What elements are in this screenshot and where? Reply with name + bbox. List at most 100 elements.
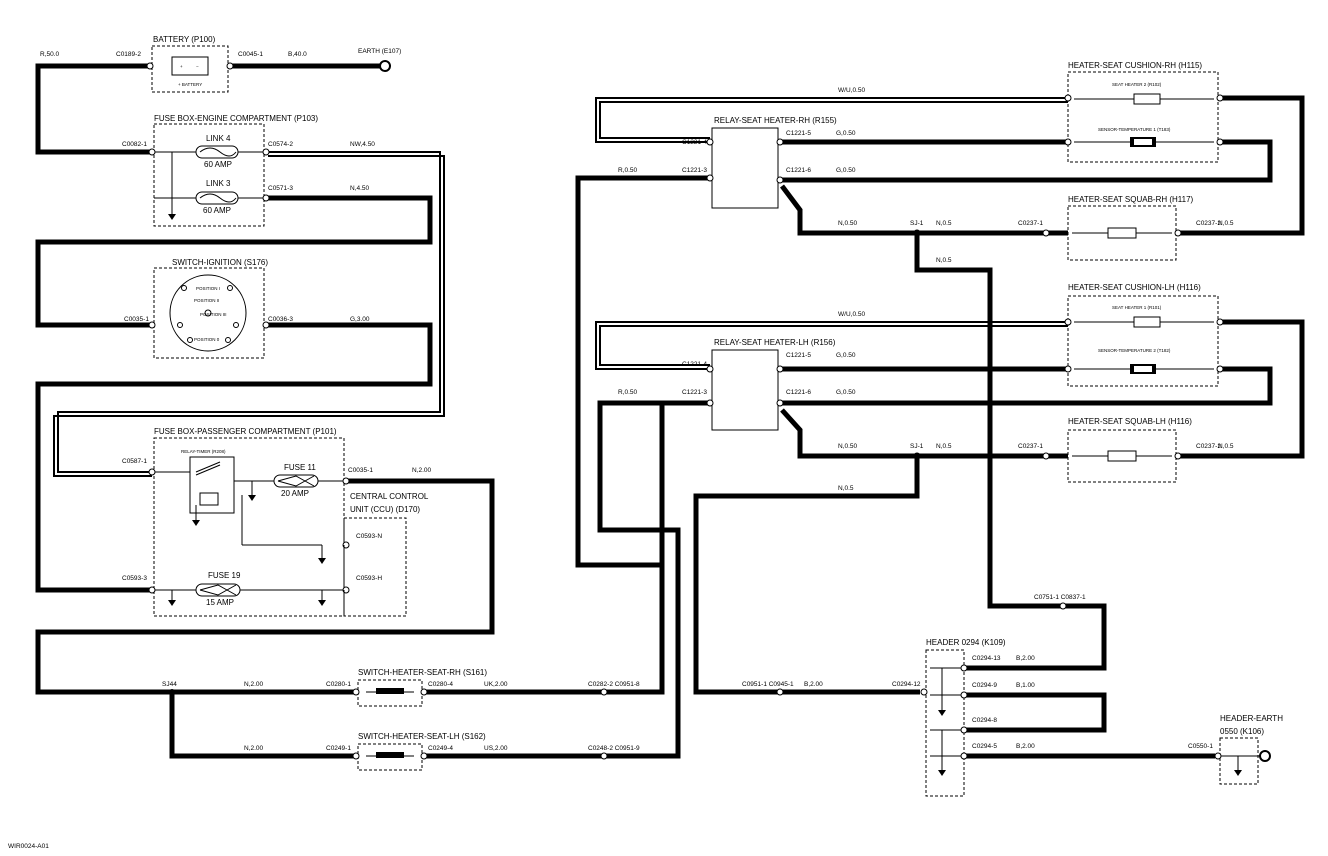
svg-text:B,2.00: B,2.00 xyxy=(804,681,823,688)
switch-ignition-title: SWITCH-IGNITION (S176) xyxy=(172,258,268,267)
svg-text:C0751-1 C0837-1: C0751-1 C0837-1 xyxy=(1034,594,1086,601)
svg-text:C0294-9: C0294-9 xyxy=(972,682,997,689)
wiring-left xyxy=(35,63,710,759)
svg-text:N,0.5: N,0.5 xyxy=(936,257,952,264)
svg-text:W/U,0.50: W/U,0.50 xyxy=(838,311,865,318)
svg-text:B,40.0: B,40.0 xyxy=(288,51,307,58)
header-0294: HEADER 0294 (K109) xyxy=(920,638,1006,797)
ccu: CENTRAL CONTROL UNIT (CCU) (D170) xyxy=(343,492,429,617)
svg-text:N,0.50: N,0.50 xyxy=(838,443,858,450)
svg-text:SENSOR-TEMPERATURE 1 (T183): SENSOR-TEMPERATURE 1 (T183) xyxy=(1098,127,1171,132)
heater-squab-lh: HEATER-SEAT SQUAB-LH (H116) xyxy=(1042,417,1192,483)
svg-text:C0189-2: C0189-2 xyxy=(116,51,141,58)
svg-text:C0593-3: C0593-3 xyxy=(122,575,147,582)
svg-text:POSITION 0: POSITION 0 xyxy=(194,337,220,342)
svg-text:G,0.50: G,0.50 xyxy=(836,130,856,137)
header-earth-title-1: HEADER-EARTH xyxy=(1220,714,1283,723)
fuse19-rating: 15 AMP xyxy=(206,598,234,607)
svg-text:SJ-1: SJ-1 xyxy=(910,443,924,450)
svg-text:C0237-1: C0237-1 xyxy=(1018,443,1043,450)
link3-label: LINK 3 xyxy=(206,179,231,188)
header-earth: HEADER-EARTH 0550 (K106) xyxy=(1214,714,1283,785)
svg-text:POSITION III: POSITION III xyxy=(200,312,227,317)
svg-text:C0593-H: C0593-H xyxy=(356,575,382,582)
svg-text:C0593-N: C0593-N xyxy=(356,533,382,540)
svg-text:C0237-2: C0237-2 xyxy=(1196,220,1221,227)
battery-title: BATTERY (P100) xyxy=(153,35,216,44)
svg-text:R,0.50: R,0.50 xyxy=(618,167,638,174)
svg-text:N,0.50: N,0.50 xyxy=(838,220,858,227)
svg-text:C1221-5: C1221-5 xyxy=(786,352,811,359)
svg-text:C0249-4: C0249-4 xyxy=(428,745,453,752)
switch-heater-lh-title: SWITCH-HEATER-SEAT-LH (S162) xyxy=(358,732,486,741)
svg-text:C0574-2: C0574-2 xyxy=(268,141,293,148)
svg-text:C0294-5: C0294-5 xyxy=(972,743,997,750)
svg-text:G,0.50: G,0.50 xyxy=(836,167,856,174)
svg-text:EARTH (E107): EARTH (E107) xyxy=(358,48,401,55)
wiring-link4-feed xyxy=(53,151,445,477)
fuse11-label: FUSE 11 xyxy=(284,463,316,472)
relay-lh-title: RELAY-SEAT HEATER-LH (R156) xyxy=(714,338,836,347)
svg-text:C0280-1: C0280-1 xyxy=(326,681,351,688)
fuse-box-passenger-title: FUSE BOX-PASSENGER COMPARTMENT (P101) xyxy=(154,427,337,436)
svg-text:C1221-3: C1221-3 xyxy=(682,389,707,396)
svg-text:C1221-6: C1221-6 xyxy=(786,167,811,174)
svg-text:C0082-1: C0082-1 xyxy=(122,141,147,148)
svg-text:SEAT HEATER 1 (R101): SEAT HEATER 1 (R101) xyxy=(1112,305,1162,310)
switch-heater-rh-title: SWITCH-HEATER-SEAT-RH (S161) xyxy=(358,668,487,677)
svg-text:N,0.5: N,0.5 xyxy=(1218,443,1234,450)
svg-text:W/U,0.50: W/U,0.50 xyxy=(838,87,865,94)
svg-text:G,0.50: G,0.50 xyxy=(836,389,856,396)
battery-inner-label: + BATTERY xyxy=(178,82,202,87)
svg-text:SEAT HEATER 2 (R102): SEAT HEATER 2 (R102) xyxy=(1112,82,1162,87)
ccu-title-2: UNIT (CCU) (D170) xyxy=(350,505,420,514)
svg-text:G,3.00: G,3.00 xyxy=(350,316,370,323)
svg-text:R,50.0: R,50.0 xyxy=(40,51,60,58)
wiring-wu-loops xyxy=(595,97,1068,370)
svg-text:POSITION I: POSITION I xyxy=(196,286,220,291)
fuse-box-engine-title: FUSE BOX-ENGINE COMPARTMENT (P103) xyxy=(154,114,318,123)
svg-text:C0248-2 C0951-9: C0248-2 C0951-9 xyxy=(588,745,640,752)
svg-text:−: − xyxy=(196,64,199,69)
fuse19-label: FUSE 19 xyxy=(208,571,241,580)
link4-rating: 60 AMP xyxy=(204,160,232,169)
svg-text:C0035-1: C0035-1 xyxy=(348,467,373,474)
svg-text:SENSOR-TEMPERATURE 2 (T182): SENSOR-TEMPERATURE 2 (T182) xyxy=(1098,348,1171,353)
svg-text:SJ-1: SJ-1 xyxy=(910,220,924,227)
svg-text:C1221-3: C1221-3 xyxy=(682,167,707,174)
svg-text:C0550-1: C0550-1 xyxy=(1188,743,1213,750)
ccu-title-1: CENTRAL CONTROL xyxy=(350,492,429,501)
svg-text:C0294-12: C0294-12 xyxy=(892,681,921,688)
earth-e107: EARTH (E107) xyxy=(358,48,401,72)
svg-text:C1221-4: C1221-4 xyxy=(682,361,707,368)
fuse11-rating: 20 AMP xyxy=(281,489,309,498)
heater-squab-rh: HEATER-SEAT SQUAB-RH (H117) xyxy=(1042,195,1194,261)
relay-rh-title: RELAY-SEAT HEATER-RH (R155) xyxy=(714,116,837,125)
svg-text:B,2.00: B,2.00 xyxy=(1016,743,1035,750)
svg-text:C0294-8: C0294-8 xyxy=(972,717,997,724)
svg-text:C1221-5: C1221-5 xyxy=(786,130,811,137)
svg-text:N,0.5: N,0.5 xyxy=(838,485,854,492)
svg-text:C0237-1: C0237-1 xyxy=(1018,220,1043,227)
switch-heater-lh: SWITCH-HEATER-SEAT-LH (S162) xyxy=(352,732,486,771)
svg-text:C0282-2 C0951-8: C0282-2 C0951-8 xyxy=(588,681,640,688)
svg-text:C0951-1 C0945-1: C0951-1 C0945-1 xyxy=(742,681,794,688)
squab-rh-title: HEATER-SEAT SQUAB-RH (H117) xyxy=(1068,195,1194,204)
cushion-lh-title: HEATER-SEAT CUSHION-LH (H116) xyxy=(1068,283,1201,292)
switch-ignition: SWITCH-IGNITION (S176) POSITION I POSITI… xyxy=(148,258,270,359)
header-earth-title-2: 0550 (K106) xyxy=(1220,727,1264,736)
squab-lh-title: HEATER-SEAT SQUAB-LH (H116) xyxy=(1068,417,1192,426)
link3-rating: 60 AMP xyxy=(203,206,231,215)
cushion-rh-title: HEATER-SEAT CUSHION-RH (H115) xyxy=(1068,61,1202,70)
svg-text:SJ44: SJ44 xyxy=(162,681,177,688)
svg-text:C1221-6: C1221-6 xyxy=(786,389,811,396)
svg-text:B,1.00: B,1.00 xyxy=(1016,682,1035,689)
svg-text:N,0.5: N,0.5 xyxy=(1218,220,1234,227)
svg-text:N,2.00: N,2.00 xyxy=(412,467,432,474)
fuse-box-engine: FUSE BOX-ENGINE COMPARTMENT (P103) LINK … xyxy=(148,114,318,227)
svg-text:C0045-1: C0045-1 xyxy=(238,51,263,58)
footer-code: WIR0024-A01 xyxy=(8,843,49,850)
svg-text:G,0.50: G,0.50 xyxy=(836,352,856,359)
fuse-box-passenger: FUSE BOX-PASSENGER COMPARTMENT (P101) RE… xyxy=(148,427,350,617)
